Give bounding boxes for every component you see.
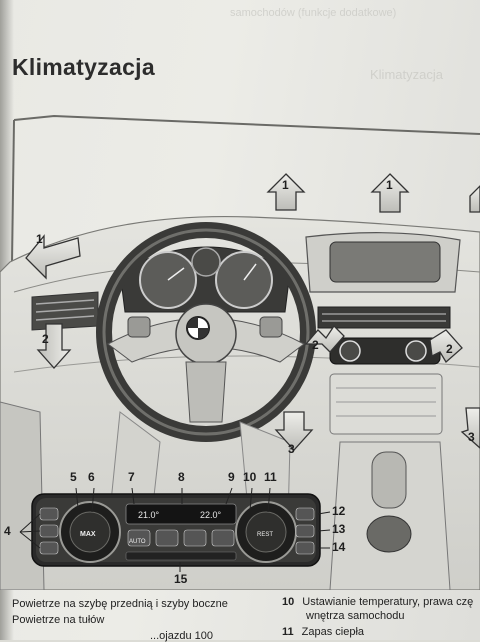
steering-wheel (96, 222, 316, 442)
callout-1-centre: 1 (282, 178, 289, 192)
bleed-through-text: samochodów (funkcje dodatkowe) Klimatyza… (40, 0, 480, 110)
callout-1-right: 1 (386, 178, 393, 192)
airflow-arrow-3-centre (274, 411, 314, 451)
callout-2-centre: 2 (312, 338, 319, 352)
dashboard-drawing: 21.0° 22.0° MAX AUTO REST (0, 114, 480, 590)
caption-right-1: 10 Ustawianie temperatury, prawa czę (282, 596, 473, 608)
airflow-arrow-2-right (429, 329, 463, 364)
callout-4: 4 (4, 524, 11, 538)
airflow-arrow-1-centre (266, 173, 306, 211)
caption-text: Ustawianie temperatury, prawa czę (302, 596, 474, 608)
legend-captions: Powietrze na szybę przednią i szyby bocz… (0, 590, 480, 642)
callout-12: 12 (332, 504, 346, 518)
left-air-vent (31, 291, 99, 331)
caption-left-3: ...ojazdu 100 (150, 630, 213, 642)
callout-2-left: 2 (42, 332, 49, 346)
caption-number: 11 (282, 626, 294, 638)
max-label: MAX (80, 531, 96, 538)
callout-2-right: 2 (446, 342, 453, 356)
auto-label: AUTO (129, 539, 146, 545)
page-title: Klimatyzacja (12, 54, 155, 80)
rest-label: REST (257, 532, 273, 538)
airflow-arrow-1-left (25, 234, 81, 280)
callout-10: 10 (243, 470, 257, 484)
caption-text: Zapas ciepła (301, 626, 365, 638)
callout-3-right: 3 (468, 430, 475, 444)
climate-control-panel (19, 487, 331, 572)
callout-9: 9 (228, 470, 235, 484)
callout-5: 5 (70, 470, 77, 484)
airflow-arrow-1-right (370, 173, 410, 213)
bleed-line: Klimatyzacja (370, 67, 443, 82)
airflow-arrow-1-edge (469, 185, 480, 213)
callout-1-left: 1 (36, 232, 43, 246)
bleed-line: samochodów (funkcje dodatkowe) (230, 7, 397, 19)
airflow-arrow-2-left (36, 323, 72, 369)
centre-console (305, 232, 461, 590)
right-temp-display: 22.0° (200, 510, 222, 520)
airflow-arrow-2-centre (304, 324, 345, 353)
airflow-arrow-3-right (460, 407, 480, 449)
left-temp-display: 21.0° (138, 510, 160, 520)
callout-8: 8 (178, 470, 185, 484)
caption-right-2: wnętrza samochodu (306, 610, 405, 622)
caption-left-2: Powietrze na tułów (12, 614, 105, 626)
callout-14: 14 (332, 540, 346, 554)
callout-13: 13 (332, 522, 346, 536)
caption-right-3: 11 Zapas ciepła (282, 626, 364, 638)
callout-15: 15 (174, 572, 188, 586)
instrument-cluster (119, 246, 291, 313)
callout-6: 6 (88, 470, 95, 484)
callout-7: 7 (128, 470, 135, 484)
callout-3-centre: 3 (288, 442, 295, 456)
caption-number: 10 (282, 596, 295, 608)
dashboard-illustration: 21.0° 22.0° MAX AUTO REST 1 1 1 2 2 2 3 … (0, 112, 480, 590)
caption-left-1: Powietrze na szybę przednią i szyby bocz… (12, 598, 228, 610)
callout-11: 11 (264, 470, 277, 484)
